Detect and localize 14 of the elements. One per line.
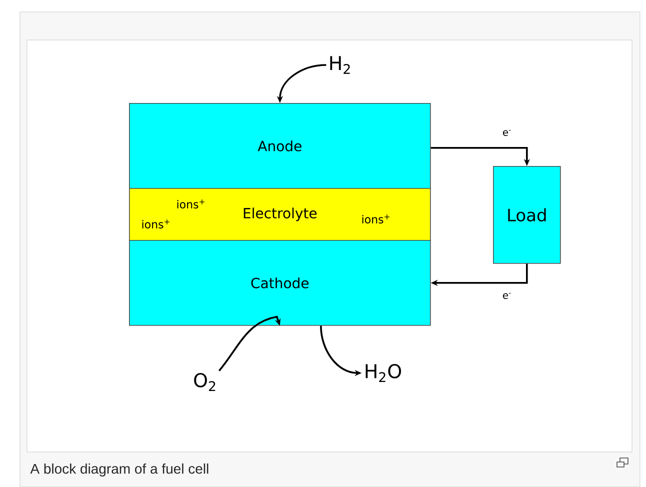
formula-label: H$_{2}$O xyxy=(366,364,402,382)
ion-label: ions$^{+}$ xyxy=(177,200,204,208)
cathode-box: Cathode xyxy=(129,240,431,326)
ion-label: ions$^{+}$ xyxy=(362,214,390,224)
formula-label: O$_{2}$ xyxy=(194,372,216,391)
anode-box: Anode xyxy=(129,103,431,189)
caption: A block diagram of a fuel cell xyxy=(30,463,208,476)
edge-label: e$^{-}$ xyxy=(502,293,511,299)
load-box: Load xyxy=(493,166,561,264)
formula-label: H$_{2}$ xyxy=(330,56,350,74)
ion-label: ions$^{+}$ xyxy=(142,220,170,228)
electrolyte-band: Electrolyte ions$^{+}$ ions$^{+}$ ions$^{+}$ xyxy=(129,188,431,241)
edge-label: e$^{-}$ xyxy=(502,130,511,136)
arrow xyxy=(218,316,281,372)
